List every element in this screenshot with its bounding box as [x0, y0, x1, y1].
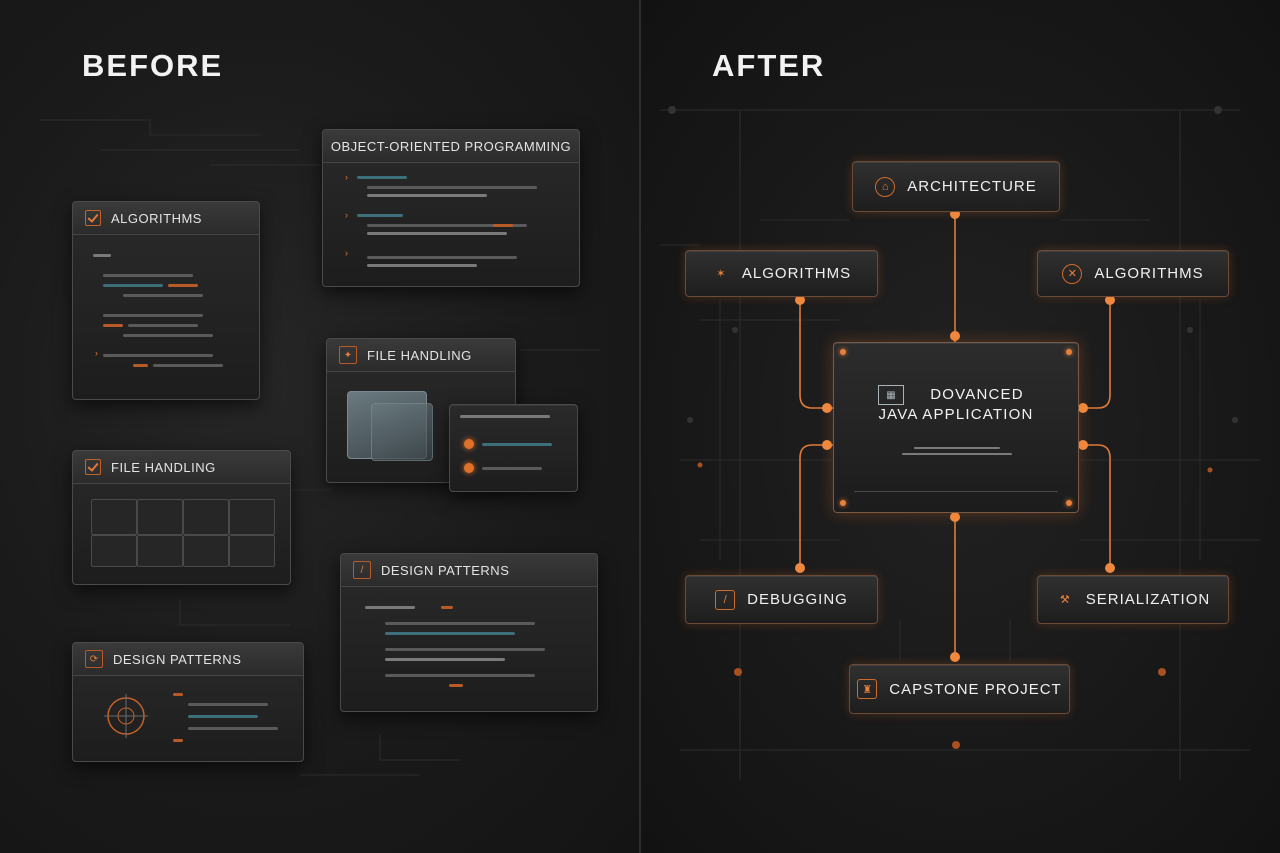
java-logo-icon: ▦	[878, 385, 904, 405]
panel-title: DESIGN PATTERNS	[381, 562, 510, 578]
panel-header: / DESIGN PATTERNS	[341, 554, 597, 587]
before-heading: BEFORE	[82, 48, 224, 83]
panel-file-handling[interactable]: FILE HANDLING	[72, 450, 291, 585]
after-heading: AFTER	[712, 48, 826, 83]
panel-title: OBJECT-ORIENTED PROGRAMMING	[330, 138, 572, 154]
architecture-icon: ⌂	[875, 176, 896, 197]
node-capstone-project[interactable]: ♜ CAPSTONE PROJECT	[849, 664, 1070, 714]
node-algorithms-left[interactable]: ✶ ALGORITHMS	[685, 250, 878, 297]
debug-icon: /	[715, 589, 736, 610]
section-divider	[639, 0, 641, 853]
panel-title: ALGORITHMS	[111, 210, 202, 226]
panel-file-list[interactable]	[449, 404, 578, 492]
panel-algorithms[interactable]: ALGORITHMS ›	[72, 201, 260, 400]
chevron-right-icon: ›	[345, 248, 348, 258]
file-icon: ✦	[339, 346, 357, 364]
pattern-icon: ⟳	[85, 650, 103, 668]
panel-header: ALGORITHMS	[73, 202, 259, 235]
node-label: CAPSTONE PROJECT	[889, 680, 1062, 698]
panel-design-patterns[interactable]: ⟳ DESIGN PATTERNS	[72, 642, 304, 762]
node-debugging[interactable]: / DEBUGGING	[685, 575, 878, 624]
panel-design-patterns-right[interactable]: / DESIGN PATTERNS	[340, 553, 598, 712]
panel-header: FILE HANDLING	[73, 451, 290, 484]
panel-title: FILE HANDLING	[111, 459, 216, 475]
node-label: ARCHITECTURE	[907, 178, 1037, 195]
target-diagram-icon	[104, 694, 148, 738]
node-label: ALGORITHMS	[1094, 265, 1204, 282]
checkbox-icon	[85, 459, 101, 475]
algorithm-icon: ✶	[716, 268, 726, 280]
status-dot	[464, 439, 474, 449]
central-title-line1: DOVANCED	[930, 386, 1024, 403]
node-label: DEBUGGING	[747, 591, 848, 608]
panel-title: FILE HANDLING	[367, 347, 472, 363]
panel-header: OBJECT-ORIENTED PROGRAMMING	[323, 130, 579, 163]
serialization-icon: ⚒	[1059, 594, 1070, 606]
tools-icon: ✕	[1062, 263, 1083, 284]
panel-oop[interactable]: OBJECT-ORIENTED PROGRAMMING › › ›	[322, 129, 580, 287]
node-label: SERIALIZATION	[1085, 591, 1211, 608]
panel-header: ✦ FILE HANDLING	[327, 339, 515, 372]
node-label: ALGORITHMS	[741, 265, 852, 282]
capstone-icon: ♜	[857, 679, 878, 699]
central-java-application[interactable]: ▦ DOVANCED JAVA APPLICATION	[833, 342, 1079, 513]
central-title-line2: JAVA APPLICATION	[878, 406, 1034, 423]
chevron-right-icon: ›	[95, 348, 98, 358]
chevron-right-icon: ›	[345, 172, 348, 182]
panel-title: DESIGN PATTERNS	[113, 651, 242, 667]
checkbox-icon	[85, 210, 101, 226]
chevron-right-icon: ›	[345, 210, 348, 220]
status-dot	[464, 463, 474, 473]
folder-icon	[371, 403, 433, 461]
node-architecture[interactable]: ⌂ ARCHITECTURE	[852, 161, 1060, 212]
node-algorithms-right[interactable]: ✕ ALGORITHMS	[1037, 250, 1229, 297]
panel-header: ⟳ DESIGN PATTERNS	[73, 643, 303, 676]
pattern-icon: /	[353, 561, 371, 579]
node-serialization[interactable]: ⚒ SERIALIZATION	[1037, 575, 1229, 624]
